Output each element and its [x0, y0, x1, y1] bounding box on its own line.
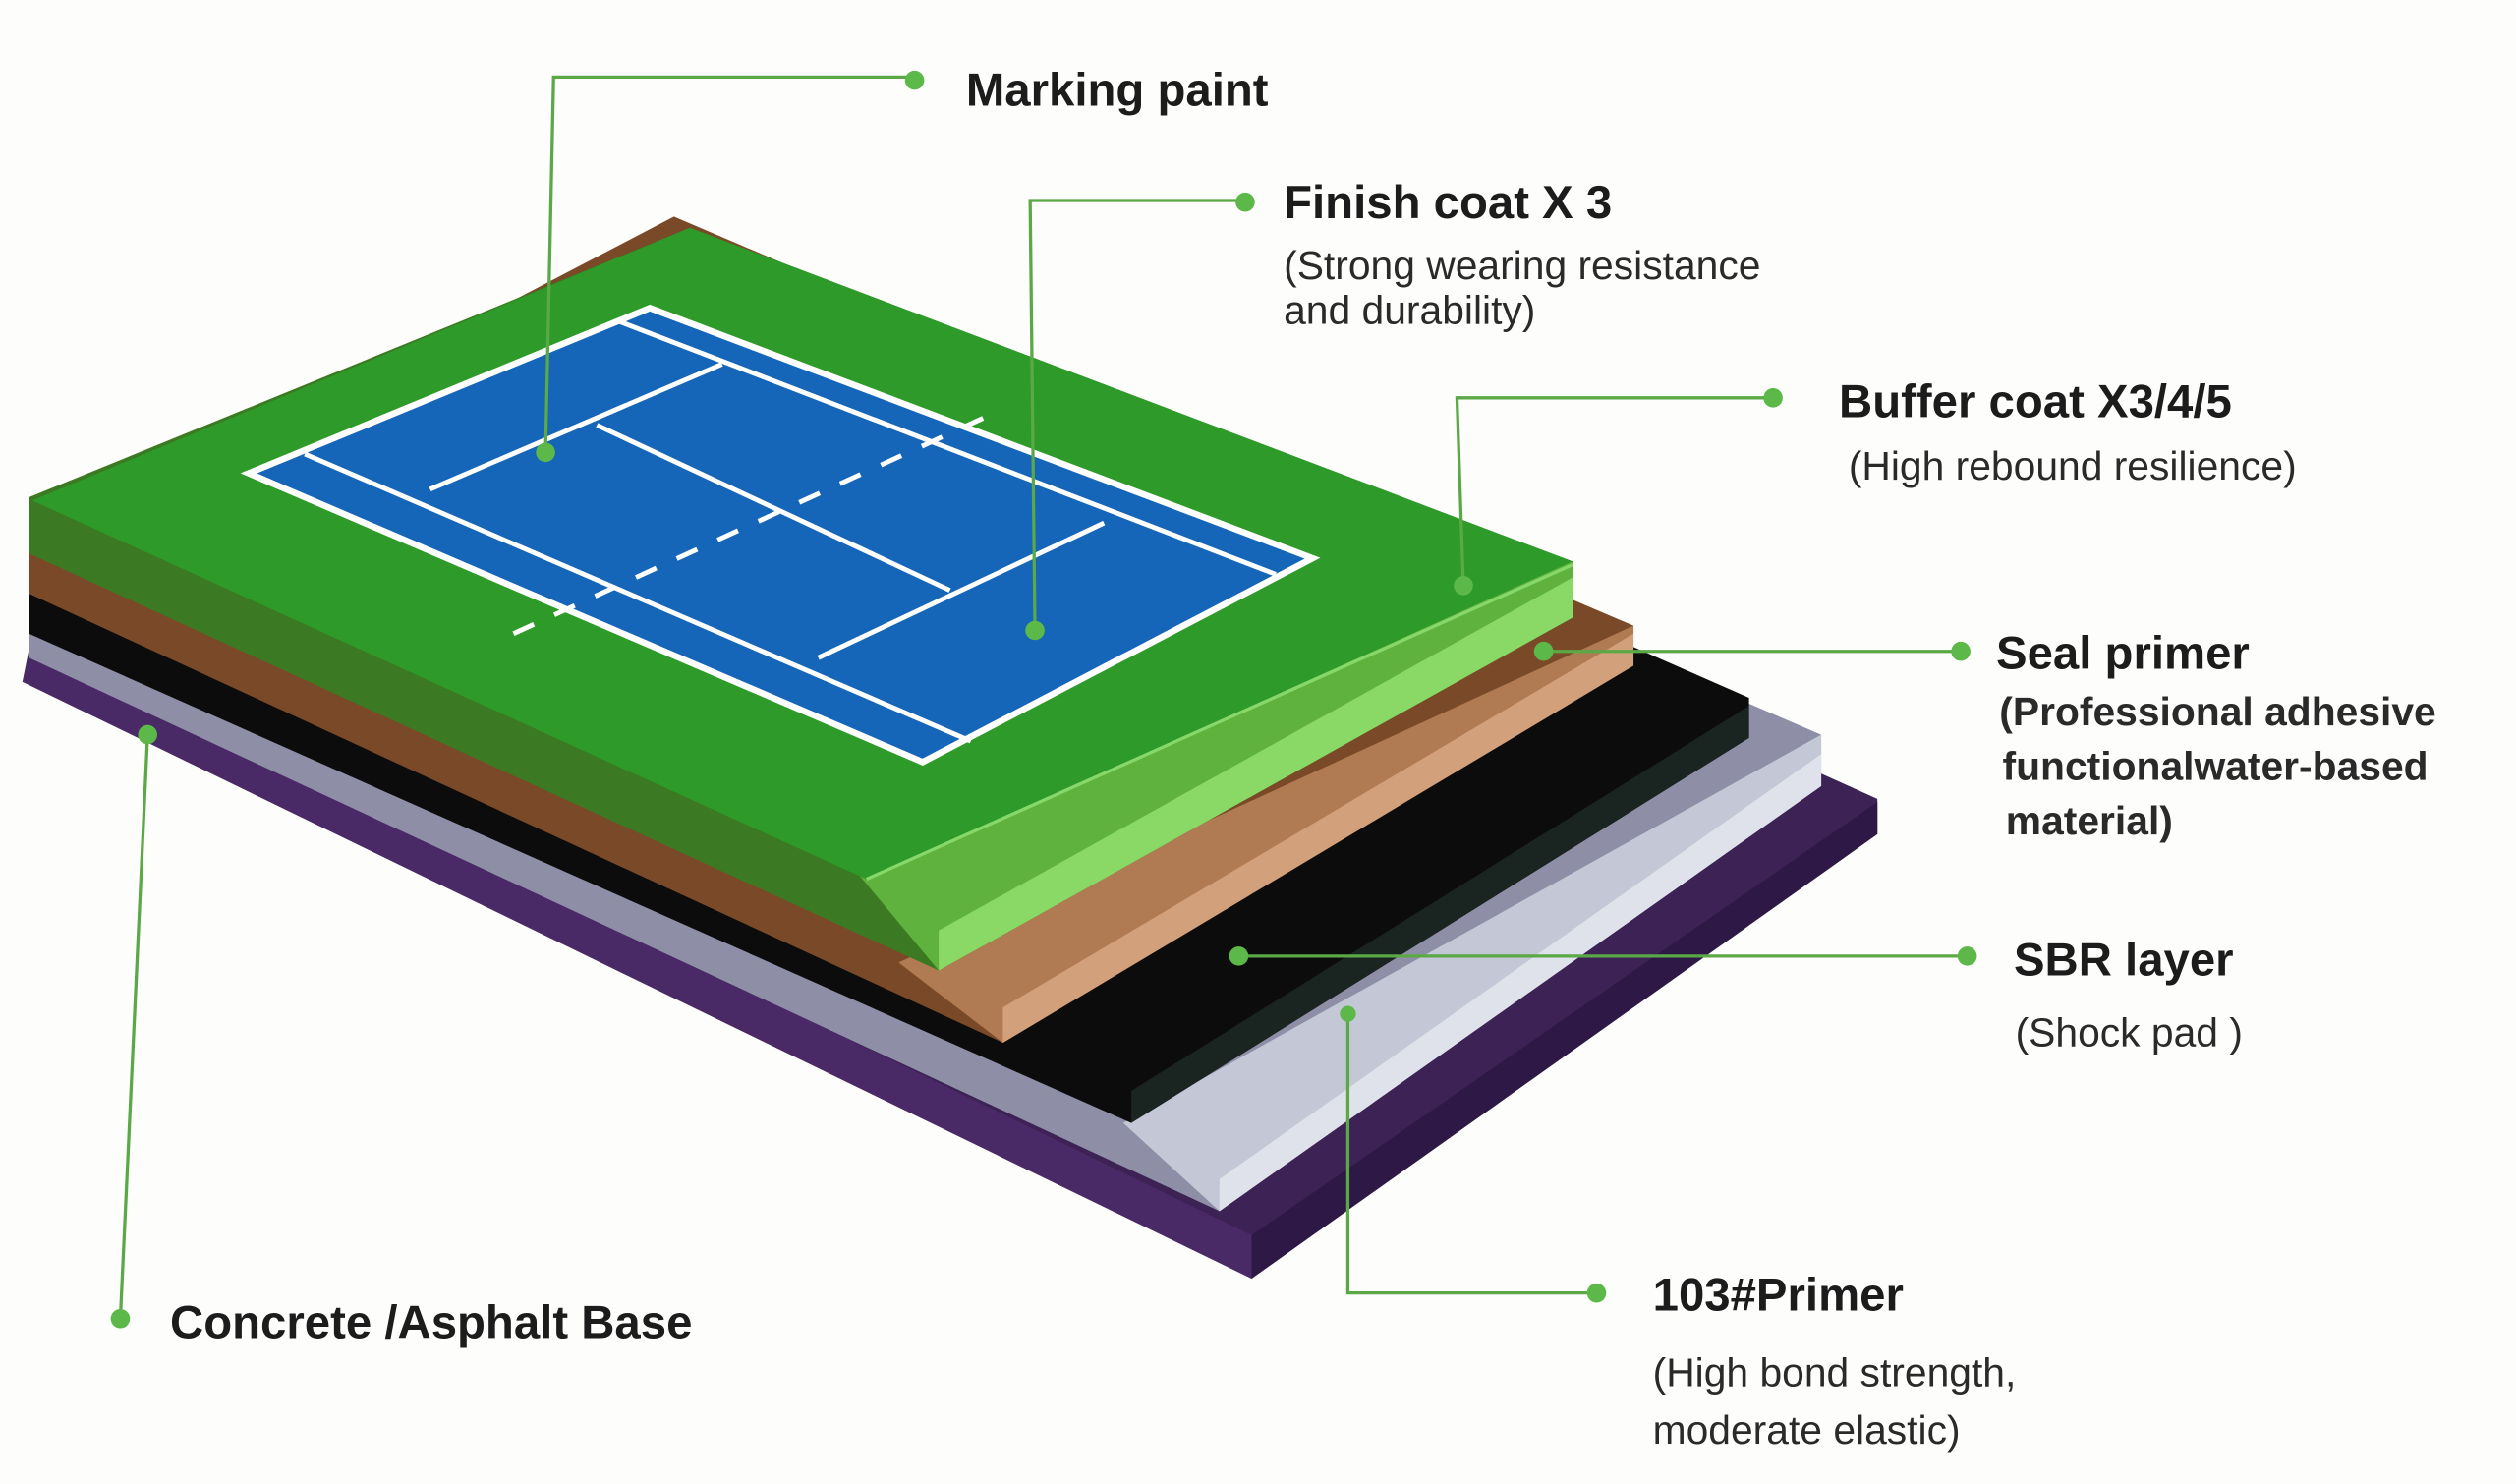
tennis-court: [240, 304, 1321, 766]
leader-sbr-layer: [1229, 946, 1977, 966]
sbr-layer-title: SBR layer: [2014, 934, 2234, 986]
leader-finish-coat: [1025, 192, 1255, 641]
leader-seal-primer: [1533, 641, 1971, 661]
leader-marking-paint: [536, 70, 925, 463]
label-primer-103: 103#Primer (High bond strength, moderate…: [1653, 1270, 2017, 1453]
finish-coat-desc-1: (Strong wearing resistance: [1284, 243, 1760, 288]
primer-103-title: 103#Primer: [1653, 1270, 1904, 1322]
seal-primer-desc-1: (Professional adhesive: [1999, 689, 2435, 734]
primer-103-desc-1: (High bond strength,: [1653, 1349, 2017, 1395]
label-buffer-coat: Buffer coat X3/4/5 (High rebound resilie…: [1839, 375, 2297, 488]
label-marking-paint: Marking paint: [966, 65, 1269, 117]
seal-primer-desc-3: material): [2006, 798, 2173, 843]
finish-coat-desc-2: and durability): [1284, 288, 1535, 333]
leader-primer-103: [1340, 1005, 1607, 1303]
label-sbr-layer: SBR layer (Shock pad ): [2014, 934, 2243, 1055]
buffer-coat-desc-1: (High rebound resilience): [1849, 443, 2297, 488]
buffer-coat-title: Buffer coat X3/4/5: [1839, 375, 2232, 428]
base-title: Concrete /Asphalt Base: [170, 1296, 692, 1348]
leader-base: [110, 724, 157, 1329]
marking-paint-title: Marking paint: [966, 65, 1269, 117]
label-base: Concrete /Asphalt Base: [170, 1296, 692, 1348]
label-seal-primer: Seal primer (Professional adhesive funct…: [1996, 628, 2436, 843]
leader-buffer-coat: [1454, 388, 1783, 596]
seal-primer-desc-2: functionalwater-based: [2003, 743, 2429, 788]
label-finish-coat: Finish coat X 3 (Strong wearing resistan…: [1284, 177, 1760, 333]
seal-primer-title: Seal primer: [1996, 628, 2250, 680]
sbr-layer-desc-1: (Shock pad ): [2016, 1009, 2243, 1055]
finish-coat-title: Finish coat X 3: [1284, 177, 1612, 229]
primer-103-desc-2: moderate elastic): [1653, 1407, 1961, 1453]
